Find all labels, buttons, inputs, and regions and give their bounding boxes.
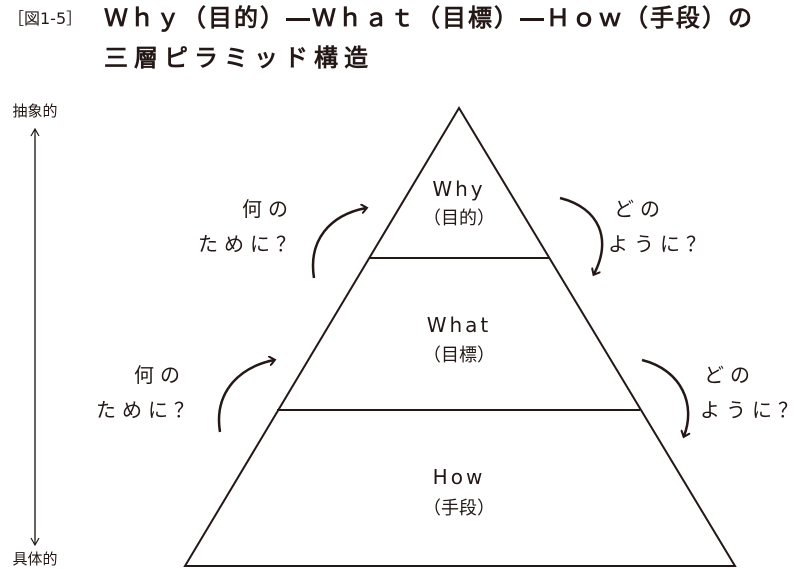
how-label: How [433,465,486,489]
curved-arrow-down-2 [641,358,688,436]
right-label-2-line1: どの [704,363,756,387]
right-label-1-line2: ように？ [608,232,712,256]
what-sub: （目標） [423,345,495,366]
left-label-2-line2: ために？ [96,398,200,422]
pyramid-outline [183,106,737,567]
right-label-2-line2: ように？ [700,398,800,422]
left-label-1-line1: 何の [242,197,294,221]
curved-arrow-up-2 [217,360,274,433]
left-label-2-line1: 何の [134,363,186,387]
why-sub: （目的） [423,208,495,229]
why-label: Why [432,177,485,201]
right-label-1-line1: どの [614,197,666,221]
figure-label: ［図1-5］ [8,9,82,28]
what-label: What [427,313,492,337]
axis-bottom-label: 具体的 [12,550,57,568]
axis-top-label: 抽象的 [12,102,57,120]
curved-arrow-up-1 [311,208,366,279]
how-sub: （手段） [423,498,495,519]
curved-arrow-down-1 [559,196,604,274]
title-line2: 三層ピラミッド構造 [104,44,374,72]
left-label-1-line2: ために？ [198,232,302,256]
title-line1: Ｗｈｙ（目的）―Ｗｈａｔ（目標）―Ｈｏｗ（手段）の [104,4,754,33]
